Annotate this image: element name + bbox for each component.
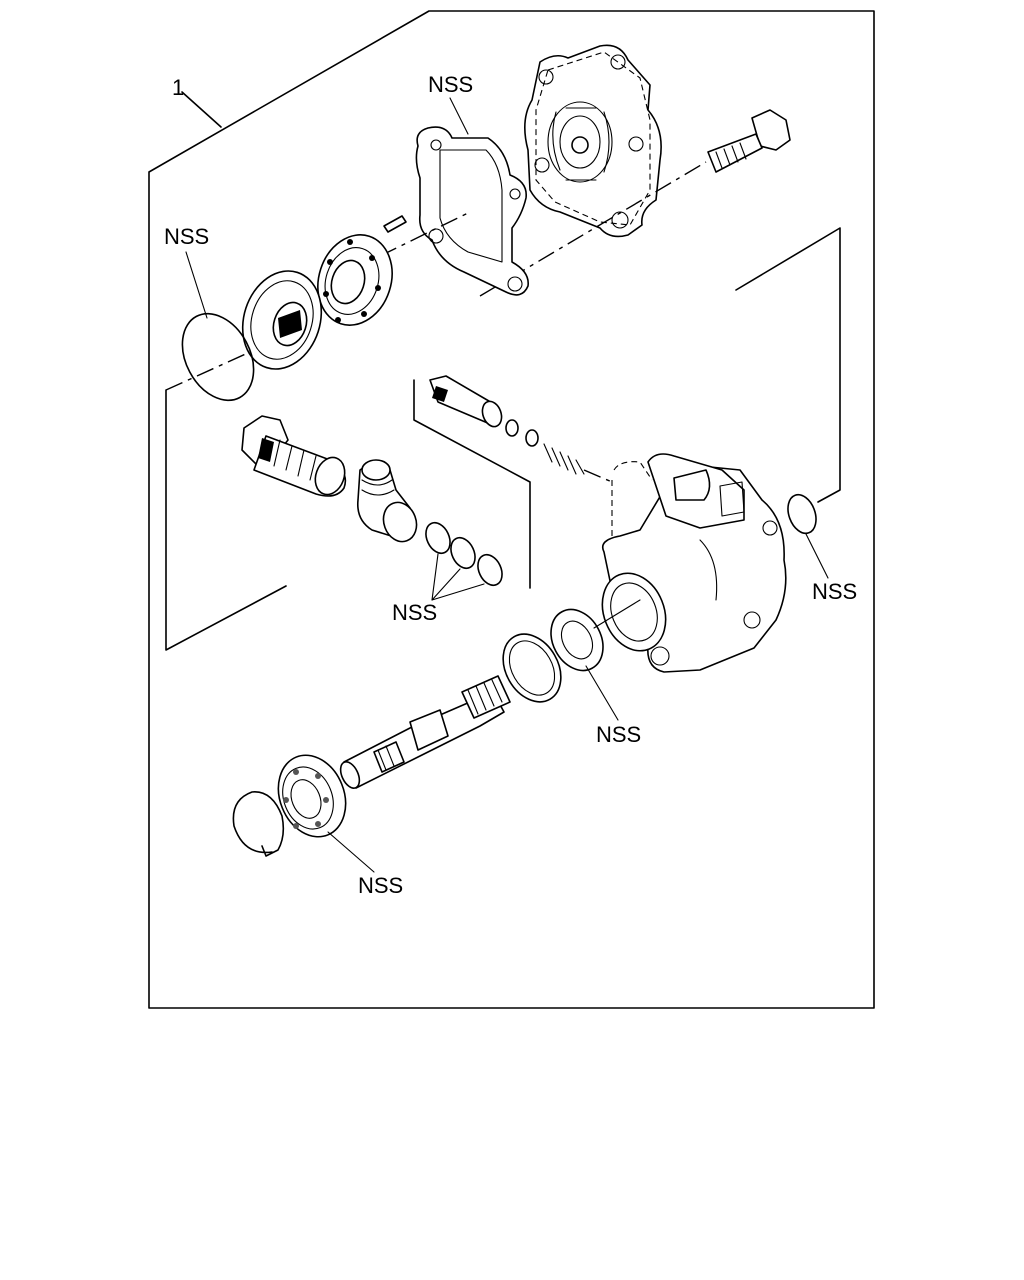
flow-control-valve (241, 415, 347, 497)
nss-gasket-label: NSS (428, 72, 473, 97)
shim-washer (502, 633, 562, 703)
ball-bearing (277, 754, 347, 838)
union-fitting (356, 459, 418, 543)
o-ring-small-2 (450, 536, 476, 570)
o-ring-small-3 (477, 553, 503, 587)
o-ring-large (181, 312, 255, 402)
relief-group-bracket (413, 379, 531, 589)
bolt (707, 109, 791, 173)
rear-cover (524, 44, 662, 238)
cam-ring-rotor (317, 234, 393, 326)
pressure-plate (241, 270, 323, 370)
dowel-pin (383, 215, 407, 233)
pump-housing (601, 453, 787, 673)
o-ring-right (787, 493, 817, 535)
kit-frame (148, 10, 875, 1009)
nss-oil-seal-label: NSS (596, 722, 641, 747)
snap-ring (232, 791, 285, 857)
gasket (415, 126, 529, 296)
right-group-bracket (735, 227, 841, 503)
nss-o-ring-right-label: NSS (812, 579, 857, 604)
nss-o-rings-label: NSS (392, 600, 437, 625)
o-ring-small-1 (425, 521, 451, 555)
oil-seal (550, 608, 604, 672)
drive-shaft (339, 675, 511, 789)
relief-valve (429, 375, 585, 475)
item-number-leader (181, 91, 222, 128)
left-group-bracket (165, 389, 287, 651)
item-number-label: 1 (172, 75, 184, 100)
nss-o-ring-left-label: NSS (164, 224, 209, 249)
nss-bearing-label: NSS (358, 873, 403, 898)
